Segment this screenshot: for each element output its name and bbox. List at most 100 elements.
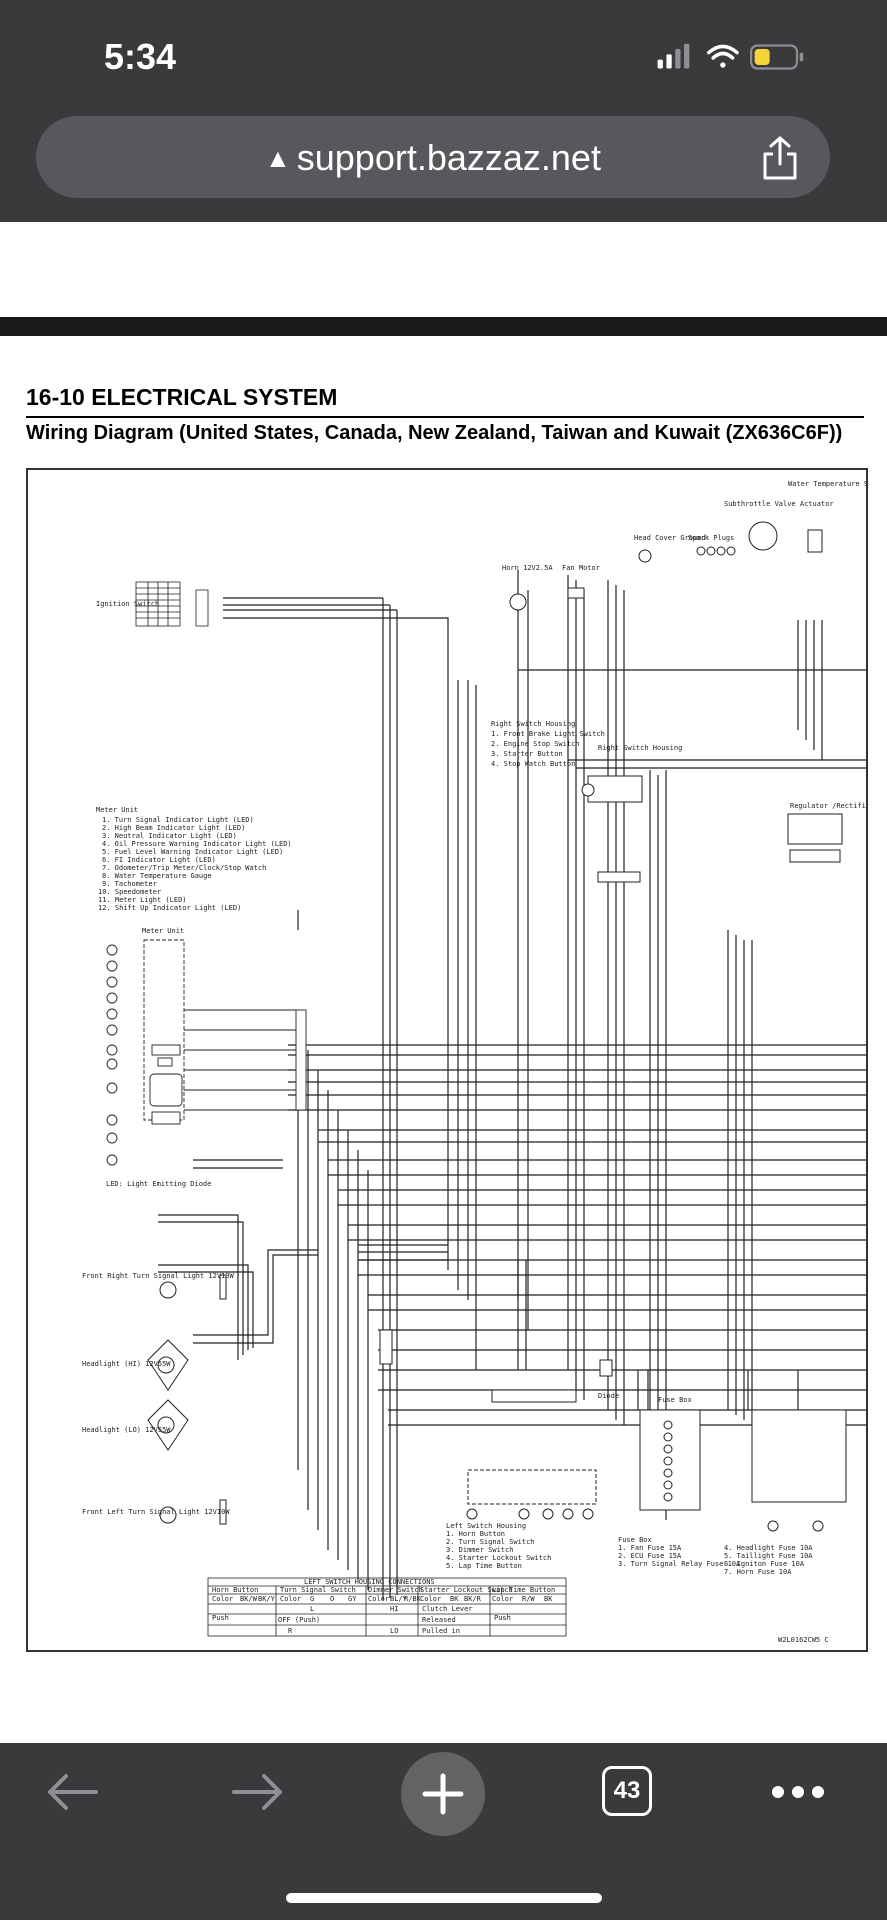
- address-bar[interactable]: ▲support.bazzaz.net: [36, 116, 830, 198]
- label-regulator: Regulator /Rectifier: [790, 802, 866, 810]
- fuse-item-4: 4. Headlight Fuse 10A: [724, 1544, 813, 1552]
- label-horn: Horn 12V2.5A: [502, 564, 553, 572]
- table-color-4: Color: [280, 1595, 301, 1603]
- browser-chrome-top: 5:34 ▲support.bazzaz.net: [0, 0, 887, 222]
- label-fuse-box-title: Fuse Box: [618, 1536, 652, 1544]
- battery-icon: [750, 44, 804, 70]
- meter-item-7: 7. Odometer/Trip Meter/Clock/Stop Watch: [102, 864, 266, 872]
- fuse-item-7: 7. Horn Fuse 10A: [724, 1568, 792, 1576]
- fuse-box-block: [639, 1409, 847, 1532]
- label-right-switch-housing-title: Right Switch Housing: [491, 720, 575, 728]
- label-water-temp-sensor: Water Temperature Sensor: [788, 480, 866, 488]
- fuse-item-2: 2. ECU Fuse 15A: [618, 1552, 682, 1560]
- table-color-14: Color: [492, 1595, 513, 1603]
- table-header-turn: Turn Signal Switch: [280, 1586, 356, 1594]
- fuse-item-1: 1. Fan Fuse 15A: [618, 1544, 682, 1552]
- meter-item-2: 2. High Beam Indicator Light (LED): [102, 824, 245, 832]
- left-switch-item-5: 5. Lap Time Button: [446, 1562, 522, 1570]
- fuse-item-6: 6. Igniton Fuse 10A: [724, 1560, 805, 1568]
- label-headlight-lo: Headlight (LO) 12V55W: [82, 1426, 171, 1434]
- table-color-16: BK: [544, 1595, 553, 1603]
- wifi-icon: [707, 44, 739, 68]
- right-switch-item-2: 2. Engine Stop Switch: [491, 740, 580, 748]
- table-color-3: BK/Y: [258, 1595, 276, 1603]
- left-switch-connections-table: [207, 1577, 567, 1637]
- label-subthrottle: Subthrottle Valve Actuator: [724, 500, 834, 508]
- meter-item-8: 8. Water Temperature Gauge: [102, 872, 212, 880]
- table-pulled-in: Pulled in: [422, 1627, 460, 1635]
- table-color-1: Color: [212, 1595, 233, 1603]
- label-spark-plugs: Spark Plugs: [688, 534, 734, 542]
- table-color-5: G: [310, 1595, 314, 1603]
- table-title: LEFT SWITCH HOUSING CONNECTIONS: [304, 1578, 435, 1586]
- table-released: Released: [422, 1616, 456, 1624]
- tabs-button[interactable]: 43: [602, 1766, 652, 1816]
- right-switch-item-3: 3. Starter Button: [491, 750, 563, 758]
- right-switch-item-1: 1. Front Brake Light Switch: [491, 730, 605, 738]
- meter-item-6: 6. FI Indicator Light (LED): [102, 856, 216, 864]
- heading-divider: [26, 416, 864, 418]
- label-front-left-turn: Front Left Turn Signal Light 12V10W: [82, 1508, 230, 1516]
- wiring-diagram-canvas: Ignition Switch Horn 12V2.5A Fan Motor H…: [82, 480, 866, 1644]
- meter-item-1: 1. Turn Signal Indicator Light (LED): [102, 816, 254, 824]
- fuse-item-5: 5. Taillight Fuse 10A: [724, 1552, 813, 1560]
- label-right-switch-housing: Right Switch Housing: [598, 744, 682, 752]
- table-push-clutch: Clutch Lever: [422, 1605, 473, 1613]
- signal-icon: [657, 43, 690, 69]
- table-color-12: BK: [450, 1595, 459, 1603]
- wiring-diagram: Ignition Switch Horn 12V2.5A Fan Motor H…: [26, 468, 868, 1652]
- meter-item-4: 4. Oil Pressure Warning Indicator Light …: [102, 840, 292, 848]
- table-lo: LO: [390, 1627, 398, 1635]
- label-headlight-hi: Headlight (HI) 12V55W: [82, 1360, 171, 1368]
- table-header-dimmer: Dimmer Switch: [368, 1586, 423, 1594]
- label-led-note: LED: Light Emitting Diode: [106, 1180, 211, 1188]
- table-off-push: OFF (Push): [278, 1616, 320, 1624]
- meter-unit-block: [106, 939, 307, 1166]
- page-top-bar: [0, 317, 887, 336]
- table-r: R: [288, 1627, 293, 1635]
- meter-item-11: 11. Meter Light (LED): [98, 896, 187, 904]
- right-switch-item-4: 4. Stop Watch Button: [491, 760, 575, 768]
- meter-item-9: 9. Tachometer: [102, 880, 157, 888]
- url-display[interactable]: ▲support.bazzaz.net: [36, 137, 830, 179]
- table-header-horn: Horn Button: [212, 1586, 258, 1594]
- url-text: support.bazzaz.net: [296, 137, 601, 178]
- table-color-11: Color: [420, 1595, 441, 1603]
- label-fuse-box: Fuse Box: [658, 1396, 692, 1404]
- table-color-7: GY: [348, 1595, 357, 1603]
- meter-item-12: 12. Shift Up Indicator Light (LED): [98, 904, 241, 912]
- table-color-9: BL/Y: [390, 1595, 408, 1603]
- warning-lock-icon: ▲: [265, 143, 291, 173]
- left-switch-item-3: 3. Dimmer Switch: [446, 1546, 513, 1554]
- table-push-hi: HI: [390, 1605, 398, 1613]
- more-options-icon[interactable]: [770, 1784, 826, 1800]
- table-color-8: Color: [368, 1595, 389, 1603]
- plus-icon: [422, 1773, 464, 1815]
- forward-arrow-icon[interactable]: [230, 1772, 286, 1812]
- label-head-cover-ground: Head Cover Ground: [634, 534, 706, 542]
- home-indicator[interactable]: [286, 1893, 602, 1903]
- table-color-13: BK/R: [464, 1595, 482, 1603]
- table-color-15: R/W: [522, 1595, 535, 1603]
- left-switch-item-2: 2. Turn Signal Switch: [446, 1538, 535, 1546]
- meter-item-10: 10. Speedometer: [98, 888, 161, 896]
- label-diode: Diode: [598, 1392, 619, 1400]
- label-meter-unit-title: Meter Unit: [96, 806, 138, 814]
- figure-code: W2L0162CW5 C: [778, 1636, 829, 1644]
- table-color-2: BK/W: [240, 1595, 258, 1603]
- left-switch-item-1: 1. Horn Button: [446, 1530, 505, 1538]
- status-time: 5:34: [104, 36, 177, 77]
- left-switch-item-4: 4. Starter Lockout Switch: [446, 1554, 551, 1562]
- table-color-10: R/BK: [404, 1595, 422, 1603]
- new-tab-button[interactable]: [401, 1752, 485, 1836]
- label-ignition-switch: Ignition Switch: [96, 600, 159, 608]
- table-push-horn: Push: [212, 1614, 229, 1622]
- table-header-starter: Starter Lockout Switch: [420, 1586, 513, 1594]
- label-fan-motor: Fan Motor: [562, 564, 600, 572]
- share-icon[interactable]: [758, 134, 802, 182]
- table-push-lap: Push: [494, 1614, 511, 1622]
- label-meter-unit: Meter Unit: [142, 927, 184, 935]
- table-header-lap: Lap Time Button: [492, 1586, 555, 1594]
- meter-item-5: 5. Fuel Level Warning Indicator Light (L…: [102, 848, 283, 856]
- back-arrow-icon[interactable]: [44, 1772, 100, 1812]
